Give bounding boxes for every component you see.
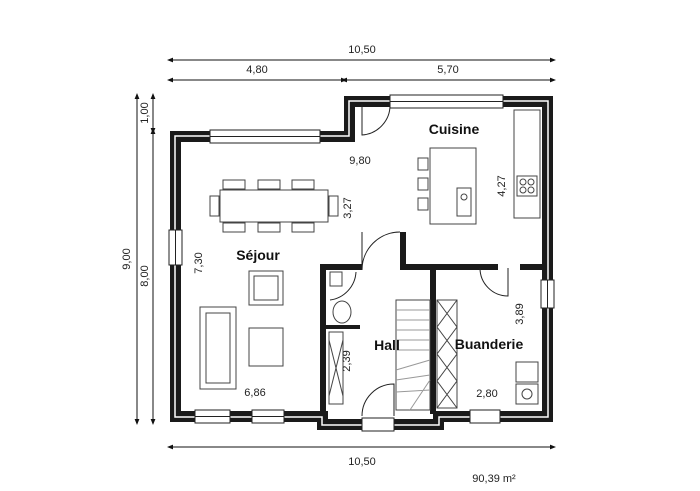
total-area: 90,39 m²: [472, 473, 516, 485]
dim-hall-height: 2,39: [341, 350, 353, 371]
door-swings: [329, 103, 509, 417]
dim-total-width-top: 10,50: [348, 44, 376, 56]
kitchen-counter: [513, 109, 541, 219]
dim-inner-width: 9,80: [349, 155, 370, 167]
room-label-buanderie: Buanderie: [455, 336, 524, 352]
dim-total-width-bottom: 10,50: [348, 456, 376, 468]
closet: [328, 331, 344, 405]
interior-walls: [320, 232, 542, 414]
dining-table: [209, 179, 339, 233]
dim-sejour-height: 7,30: [193, 252, 205, 273]
dim-cuisine-height: 4,27: [496, 175, 508, 196]
room-label-sejour: Séjour: [236, 247, 280, 263]
laundry-shelves: [436, 299, 458, 409]
room-label-cuisine: Cuisine: [429, 121, 480, 137]
room-label-hall: Hall: [374, 337, 400, 353]
dim-left-width: 4,80: [246, 64, 267, 76]
dim-sejour-depth: 3,27: [342, 197, 354, 218]
sofa: [199, 306, 284, 390]
dim-buanderie-height: 3,89: [514, 303, 526, 324]
kitchen-island: [417, 147, 477, 225]
dim-buanderie-width: 2,80: [476, 388, 497, 400]
windows: [168, 94, 555, 432]
wc-toilet: [329, 271, 352, 324]
armchair: [248, 270, 284, 306]
washing-machines: [515, 361, 539, 405]
dim-sejour-width: 6,86: [244, 387, 265, 399]
dim-offset-height: 1,00: [139, 102, 151, 123]
dim-left-height: 8,00: [139, 265, 151, 286]
dim-total-height: 9,00: [121, 248, 133, 269]
staircase: [395, 299, 431, 411]
dim-right-width: 5,70: [437, 64, 458, 76]
